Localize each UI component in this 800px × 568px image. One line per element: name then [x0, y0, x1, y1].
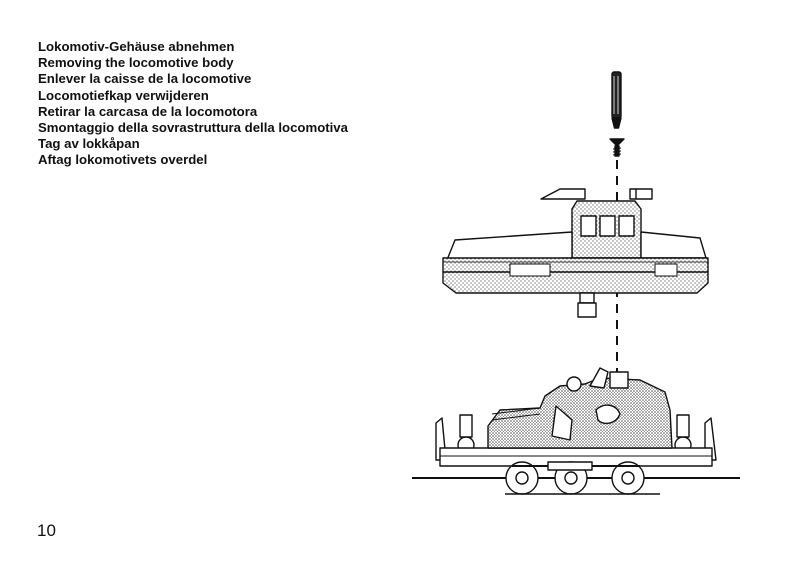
- instruction-en: Removing the locomotive body: [38, 55, 234, 71]
- instruction-nl: Locomotiefkap verwijderen: [38, 87, 209, 103]
- instruction-sv: Tag av lokkåpan: [38, 136, 140, 152]
- locomotive-chassis: [412, 367, 740, 495]
- instruction-da: Aftag lokomotivets overdel: [38, 152, 208, 168]
- page-number: 10: [37, 521, 56, 540]
- instruction-fr: Enlever la caisse de la locomotive: [38, 71, 252, 87]
- instruction-de: Lokomotiv-Gehäuse abnehmen: [38, 39, 235, 54]
- screwdriver-icon: [611, 71, 622, 129]
- locomotive-body: [442, 188, 709, 318]
- screw-icon: [609, 138, 625, 157]
- instruction-list: Lokomotiv-Gehäuse abnehmen Removing the …: [38, 39, 348, 169]
- instruction-es: Retirar la carcasa de la locomotora: [38, 103, 258, 119]
- instruction-it: Smontaggio della sovrastruttura della lo…: [38, 120, 348, 136]
